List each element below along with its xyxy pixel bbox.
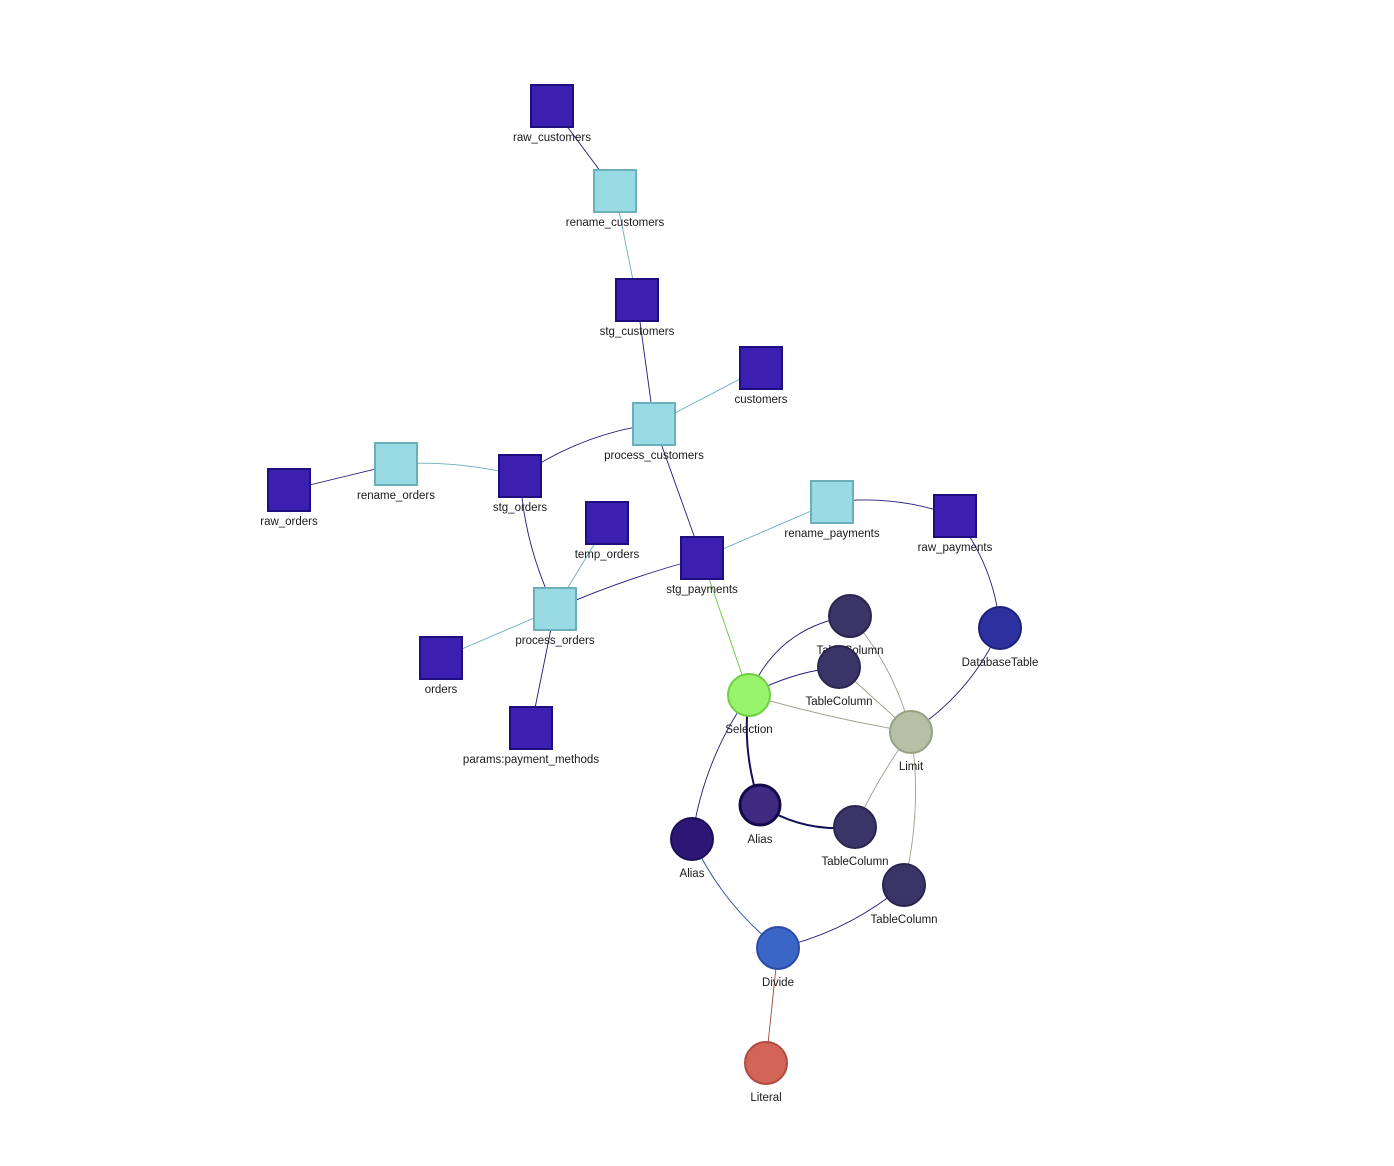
node-square[interactable]: [739, 346, 783, 390]
node-customers[interactable]: customers: [734, 346, 788, 406]
node-rename_payments[interactable]: rename_payments: [784, 480, 880, 540]
node-label: process_customers: [604, 450, 704, 462]
node-temp_orders[interactable]: temp_orders: [575, 501, 640, 561]
node-square[interactable]: [933, 494, 977, 538]
node-circle[interactable]: [833, 805, 877, 849]
node-label: temp_orders: [575, 549, 640, 561]
node-alias2[interactable]: Alias: [670, 817, 714, 880]
node-circle[interactable]: [882, 863, 926, 907]
nodes-layer: raw_customers rename_customers stg_custome…: [260, 84, 1039, 1104]
node-process_customers[interactable]: process_customers: [604, 402, 704, 462]
node-label: raw_orders: [260, 516, 318, 528]
node-label: Limit: [899, 761, 924, 773]
node-square[interactable]: [593, 169, 637, 213]
node-square[interactable]: [530, 84, 574, 128]
node-label: DatabaseTable: [962, 657, 1039, 669]
edge-selection-to-alias2: [691, 694, 750, 840]
node-circle[interactable]: [828, 594, 872, 638]
node-label: TableColumn: [870, 914, 937, 926]
node-raw_customers[interactable]: raw_customers: [513, 84, 591, 144]
node-tc2[interactable]: TableColumn: [805, 645, 873, 708]
node-process_orders[interactable]: process_orders: [515, 587, 595, 647]
node-circle[interactable]: [889, 710, 933, 754]
node-stg_orders[interactable]: stg_orders: [493, 454, 548, 514]
node-label: rename_customers: [566, 217, 665, 229]
node-label: customers: [734, 394, 787, 406]
node-label: stg_payments: [666, 584, 738, 596]
node-selection[interactable]: Selection: [725, 673, 773, 736]
edge-limit-to-tc4: [903, 731, 917, 886]
node-circle[interactable]: [744, 1041, 788, 1085]
node-raw_orders[interactable]: raw_orders: [260, 468, 318, 528]
node-label: stg_customers: [600, 326, 675, 338]
node-label: rename_payments: [784, 528, 879, 540]
node-label: raw_payments: [918, 542, 993, 554]
node-square[interactable]: [585, 501, 629, 545]
node-circle[interactable]: [756, 926, 800, 970]
node-rename_orders[interactable]: rename_orders: [357, 442, 435, 502]
node-label: params:payment_methods: [463, 754, 599, 766]
node-square[interactable]: [533, 587, 577, 631]
node-square[interactable]: [267, 468, 311, 512]
node-divide[interactable]: Divide: [756, 926, 800, 989]
node-square[interactable]: [632, 402, 676, 446]
node-stg_payments[interactable]: stg_payments: [666, 536, 738, 596]
node-tc1[interactable]: TableColumn: [816, 594, 884, 657]
node-label: raw_customers: [513, 132, 591, 144]
node-label: TableColumn: [821, 856, 888, 868]
node-orders[interactable]: orders: [419, 636, 463, 696]
node-square[interactable]: [615, 278, 659, 322]
node-square[interactable]: [498, 454, 542, 498]
node-literal[interactable]: Literal: [744, 1041, 788, 1104]
node-circle[interactable]: [738, 783, 782, 827]
node-label: stg_orders: [493, 502, 548, 514]
node-circle[interactable]: [978, 606, 1022, 650]
node-raw_payments[interactable]: raw_payments: [918, 494, 993, 554]
node-square[interactable]: [810, 480, 854, 524]
node-label: Selection: [725, 724, 772, 736]
node-square[interactable]: [680, 536, 724, 580]
node-square[interactable]: [419, 636, 463, 680]
node-stg_customers[interactable]: stg_customers: [600, 278, 675, 338]
node-circle[interactable]: [817, 645, 861, 689]
node-label: TableColumn: [805, 696, 872, 708]
node-square[interactable]: [374, 442, 418, 486]
node-limit[interactable]: Limit: [889, 710, 933, 773]
node-rename_customers[interactable]: rename_customers: [566, 169, 665, 229]
node-params_payment_methods[interactable]: params:payment_methods: [463, 706, 599, 766]
node-circle[interactable]: [727, 673, 771, 717]
node-label: orders: [425, 684, 458, 696]
node-label: process_orders: [515, 635, 595, 647]
node-label: rename_orders: [357, 490, 435, 502]
node-tc4[interactable]: TableColumn: [870, 863, 938, 926]
node-label: Alias: [680, 868, 705, 880]
node-square[interactable]: [509, 706, 553, 750]
node-label: Divide: [762, 977, 794, 989]
node-label: Literal: [750, 1092, 781, 1104]
node-alias1[interactable]: Alias: [738, 783, 782, 846]
node-label: Alias: [748, 834, 773, 846]
node-circle[interactable]: [670, 817, 714, 861]
node-database_table[interactable]: DatabaseTable: [962, 606, 1039, 669]
node-tc3[interactable]: TableColumn: [821, 805, 889, 868]
